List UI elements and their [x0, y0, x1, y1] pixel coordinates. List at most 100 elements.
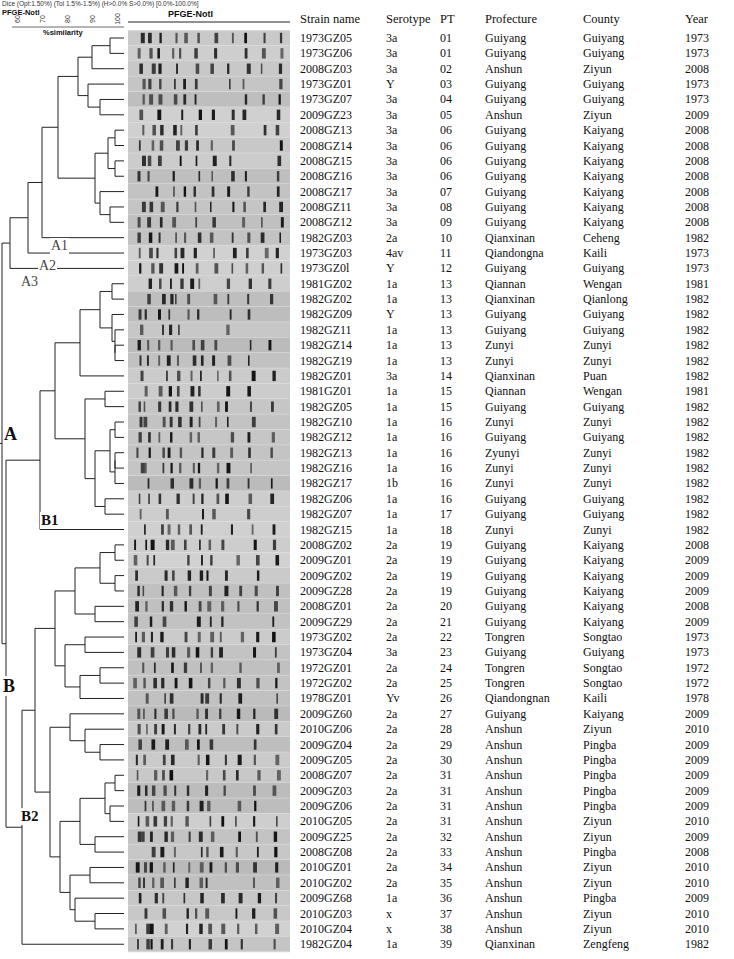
gel-band	[277, 171, 279, 181]
gel-lane	[128, 506, 290, 521]
gel-band	[227, 294, 229, 304]
serotype: Y	[386, 261, 395, 275]
county: Pingba	[583, 799, 616, 813]
gel-band	[198, 632, 201, 642]
pt-number: 04	[440, 92, 452, 106]
gel-band	[225, 401, 228, 411]
gel-band	[164, 832, 167, 842]
gel-band	[195, 908, 197, 918]
gel-band	[229, 79, 231, 89]
gel-lane	[128, 921, 290, 936]
prefecture: Anshun	[485, 907, 522, 921]
gel-band	[183, 94, 186, 104]
column-header: Year	[685, 12, 708, 26]
gel-band	[177, 386, 180, 396]
serotype: 1a	[386, 415, 397, 429]
county: Pingba	[583, 768, 616, 782]
gel-band	[152, 785, 155, 795]
gel-band	[150, 202, 154, 212]
county: Pingba	[583, 891, 616, 905]
gel-band	[170, 279, 172, 289]
gel-lane	[128, 814, 290, 829]
strain-name: 2008GZ08	[300, 845, 352, 859]
serotype: 2a	[386, 722, 397, 736]
gel-lane	[128, 890, 290, 905]
prefecture: Qianxinan	[485, 231, 535, 245]
prefecture: Guiyang	[485, 139, 526, 153]
gel-band	[141, 463, 144, 473]
gel-lane	[128, 291, 290, 306]
prefecture: Tongren	[485, 661, 525, 675]
gel-band	[220, 632, 222, 642]
gel-band	[254, 739, 257, 749]
gel-band	[210, 816, 212, 826]
gel-band	[227, 64, 229, 74]
gel-band	[274, 709, 278, 719]
gel-band	[231, 524, 233, 534]
gel-band	[139, 263, 141, 273]
gel-band	[221, 816, 224, 826]
gel-band	[217, 401, 220, 411]
gel-band	[134, 540, 136, 550]
gel-band	[261, 217, 263, 227]
gel-band	[186, 924, 188, 934]
pt-number: 27	[440, 707, 452, 721]
gel-band	[139, 110, 143, 120]
year: 1982	[685, 338, 709, 352]
serotype: 1a	[386, 338, 397, 352]
prefecture: Guiyang	[485, 599, 526, 613]
gel-lane	[128, 783, 290, 798]
serotype: 2a	[386, 553, 397, 567]
gel-lane	[128, 937, 290, 952]
gel-band	[233, 248, 237, 258]
gel-band	[138, 401, 140, 411]
gel-band	[190, 279, 194, 289]
gel-band	[181, 248, 185, 258]
prefecture: Zunyi	[485, 354, 514, 368]
pt-number: 34	[440, 860, 452, 874]
strain-name: 2009GZ02	[300, 569, 352, 583]
gel-lane	[128, 629, 290, 644]
county: Kaiyang	[583, 200, 624, 214]
serotype: 2a	[386, 676, 397, 690]
gel-band	[201, 555, 203, 565]
serotype: 2a	[386, 830, 397, 844]
county: Guiyang	[583, 31, 624, 45]
gel-band	[269, 340, 272, 350]
year: 1982	[685, 292, 709, 306]
gel-band	[222, 724, 225, 734]
gel-band	[237, 678, 241, 688]
gel-band	[184, 33, 188, 43]
gel-band	[206, 847, 208, 857]
county: Ziyun	[583, 922, 612, 936]
gel-lane	[128, 537, 290, 552]
gel-band	[279, 79, 282, 89]
gel-lane	[128, 768, 290, 783]
strain-name: 1982GZ10	[300, 415, 352, 429]
gel-band	[162, 586, 164, 596]
gel-lane	[128, 153, 290, 168]
gel-band	[253, 647, 256, 657]
gel-lane	[128, 368, 290, 383]
serotype: 2a	[386, 584, 397, 598]
gel-band	[149, 448, 151, 458]
gel-band	[135, 924, 137, 934]
gel-band	[201, 494, 203, 504]
serotype: 2a	[386, 876, 397, 890]
year: 2009	[685, 799, 709, 813]
gel-lane	[128, 261, 290, 276]
pt-number: 19	[440, 584, 452, 598]
gel-band	[143, 417, 147, 427]
gel-band	[275, 893, 277, 903]
gel-band	[255, 586, 258, 596]
pt-number: 16	[440, 430, 452, 444]
gel-band	[143, 709, 145, 719]
gel-band	[180, 156, 182, 166]
county: Zunyi	[583, 476, 612, 490]
gel-band	[262, 48, 266, 58]
prefecture: Guiyang	[485, 569, 526, 583]
year: 1973	[685, 645, 709, 659]
gel-band	[238, 801, 242, 811]
gel-band	[187, 801, 189, 811]
